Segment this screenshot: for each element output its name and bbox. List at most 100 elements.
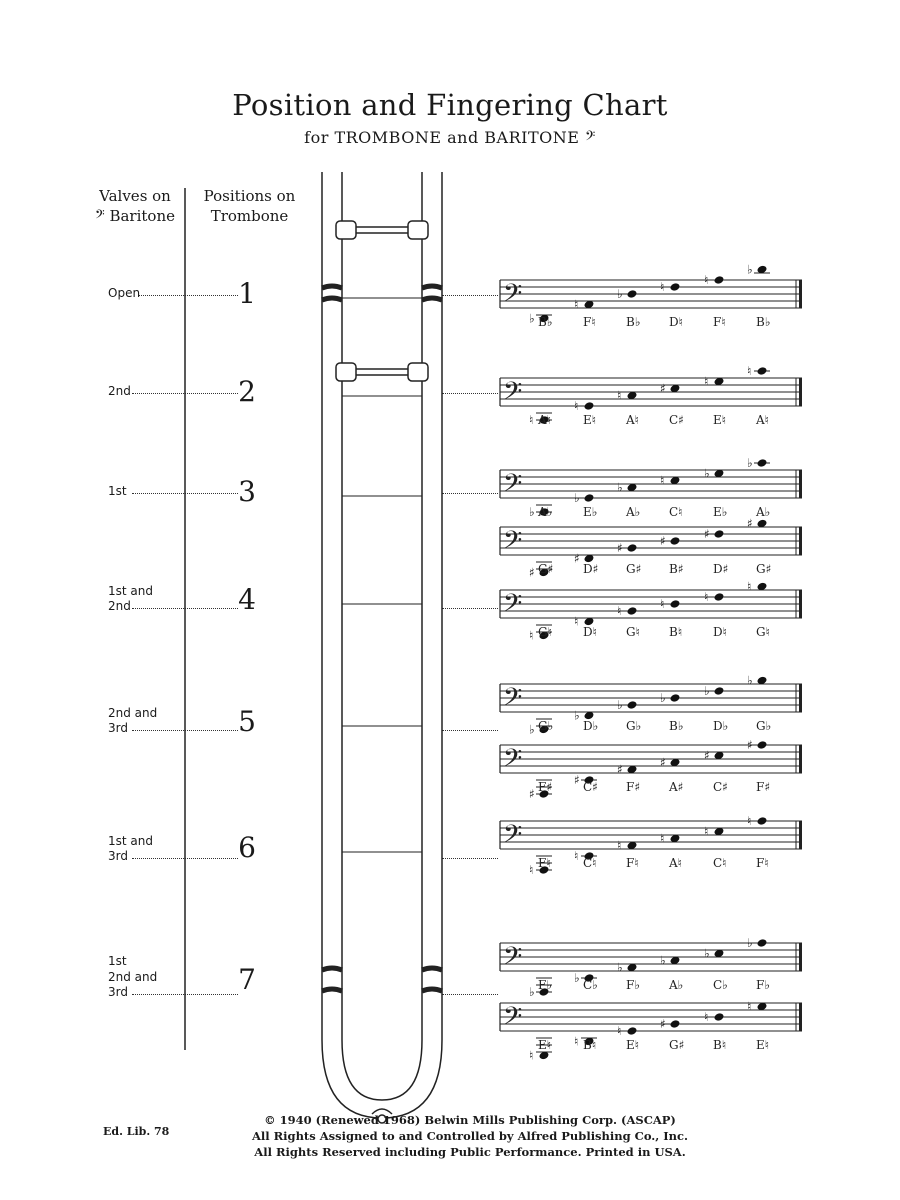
note-head bbox=[539, 725, 549, 734]
accidental-symbol: ♯ bbox=[660, 1017, 666, 1031]
slide-crossbar-left-cap bbox=[335, 362, 357, 382]
bass-clef-icon: 𝄢 bbox=[503, 589, 522, 624]
note-name: F♮ bbox=[626, 856, 639, 870]
note-head bbox=[757, 676, 767, 685]
slide-crossbar-left-cap bbox=[335, 220, 357, 240]
accidental-symbol: ♭ bbox=[617, 961, 623, 975]
note-head bbox=[539, 1051, 549, 1060]
accidental-symbol: ♮ bbox=[617, 604, 621, 618]
valve-label: 2nd and bbox=[108, 706, 158, 720]
note-name: A♮ bbox=[668, 856, 682, 870]
accidental-symbol: ♯ bbox=[574, 773, 580, 787]
accidental-symbol: ♮ bbox=[574, 615, 578, 629]
accidental-symbol: ♭ bbox=[574, 709, 580, 723]
note-head bbox=[714, 276, 724, 284]
note-name: B♭ bbox=[756, 315, 770, 329]
bass-clef-icon: 𝄢 bbox=[503, 279, 522, 314]
note-name: G♯ bbox=[538, 562, 553, 576]
slide-stocking bbox=[321, 295, 343, 303]
note-name: G♯ bbox=[756, 562, 771, 576]
note-name: B♭ bbox=[626, 315, 640, 329]
bass-clef-icon: 𝄢 bbox=[503, 1002, 522, 1037]
slide-stocking bbox=[421, 986, 443, 994]
position-number: 2 bbox=[238, 375, 256, 408]
accidental-symbol: ♯ bbox=[747, 738, 753, 752]
water-key-cap bbox=[371, 1108, 393, 1115]
accidental-symbol: ♭ bbox=[747, 263, 753, 277]
note-head bbox=[627, 544, 637, 552]
note-name: E♮ bbox=[756, 1038, 769, 1052]
bass-clef-icon: 𝄢 bbox=[503, 744, 522, 779]
note-name: E♮ bbox=[583, 413, 596, 427]
note-name: F♯ bbox=[756, 780, 770, 794]
accidental-symbol: ♭ bbox=[529, 505, 535, 519]
accidental-symbol: ♮ bbox=[704, 590, 708, 604]
valve-label: 2nd bbox=[108, 384, 131, 398]
accidental-symbol: ♭ bbox=[617, 481, 623, 495]
note-head bbox=[757, 459, 767, 467]
note-head bbox=[584, 617, 594, 626]
note-head bbox=[670, 384, 680, 393]
music-staff: 𝄢♮E♮♮B♮♮E♮♯G♯♮B♮♮E♮ bbox=[499, 1000, 802, 1063]
note-head bbox=[584, 776, 594, 784]
position-number: 7 bbox=[238, 963, 256, 996]
valve-label: 3rd bbox=[108, 849, 128, 863]
accidental-symbol: ♮ bbox=[704, 375, 708, 389]
accidental-symbol: ♮ bbox=[704, 1010, 708, 1024]
note-name: F♭ bbox=[538, 978, 552, 992]
note-name: E♮ bbox=[626, 1038, 639, 1052]
note-head bbox=[539, 631, 549, 640]
slide-stocking bbox=[321, 283, 343, 291]
accidental-symbol: ♭ bbox=[704, 467, 710, 481]
note-name: B♯ bbox=[669, 562, 684, 576]
accidental-symbol: ♭ bbox=[747, 936, 753, 950]
accidental-symbol: ♮ bbox=[660, 832, 664, 846]
note-head bbox=[714, 530, 724, 538]
note-name: G♮ bbox=[538, 625, 552, 639]
position-number: 4 bbox=[238, 583, 256, 616]
valve-label: 2nd and bbox=[108, 970, 158, 984]
valves-header-line1: Valves on bbox=[99, 187, 171, 205]
note-name: A♯ bbox=[668, 780, 683, 794]
accidental-symbol: ♮ bbox=[747, 814, 751, 828]
valve-label: 1st and bbox=[108, 584, 153, 598]
note-head bbox=[627, 607, 637, 615]
note-name: A♭ bbox=[537, 505, 552, 519]
note-name: C♭ bbox=[713, 978, 728, 992]
note-head bbox=[714, 827, 724, 836]
note-name: F♭ bbox=[626, 978, 640, 992]
note-head bbox=[627, 841, 637, 850]
slide-crossbar-right-cap bbox=[407, 220, 429, 240]
note-head bbox=[584, 974, 594, 982]
note-name: A♭ bbox=[668, 978, 683, 992]
accidental-symbol: ♭ bbox=[529, 312, 535, 326]
accidental-symbol: ♮ bbox=[617, 839, 621, 853]
accidental-symbol: ♭ bbox=[660, 954, 666, 968]
accidental-symbol: ♯ bbox=[574, 552, 580, 566]
note-head bbox=[539, 988, 549, 996]
accidental-symbol: ♮ bbox=[574, 399, 578, 413]
note-name: D♭ bbox=[583, 719, 598, 733]
note-head bbox=[670, 694, 680, 702]
note-name: G♭ bbox=[538, 719, 553, 733]
note-name: C♮ bbox=[669, 505, 682, 519]
accidental-symbol: ♯ bbox=[660, 756, 666, 770]
accidental-symbol: ♯ bbox=[617, 763, 623, 777]
accidental-symbol: ♭ bbox=[529, 985, 535, 999]
music-staff: 𝄢♭G♭♭D♭♭G♭♭B♭♭D♭♭G♭ bbox=[499, 674, 802, 737]
music-staff: 𝄢♭B♭♮F♮♭B♭♮D♮♮F♮♭B♭ bbox=[499, 263, 802, 329]
note-name: B♮ bbox=[583, 1038, 596, 1052]
valve-label: 2nd bbox=[108, 599, 131, 613]
note-head bbox=[757, 582, 767, 591]
accidental-symbol: ♮ bbox=[660, 280, 664, 294]
note-head bbox=[584, 852, 594, 860]
accidental-symbol: ♭ bbox=[704, 684, 710, 698]
accidental-symbol: ♮ bbox=[660, 474, 664, 488]
music-staff: 𝄢♭F♭♭C♭♭F♭♭A♭♭C♭♭F♭ bbox=[499, 936, 802, 999]
bass-clef-icon: 𝄢 bbox=[503, 526, 522, 561]
valves-header-line2: 𝄢 Baritone bbox=[85, 206, 185, 226]
accidental-symbol: ♮ bbox=[529, 629, 533, 643]
note-name: G♭ bbox=[756, 719, 771, 733]
note-name: G♯ bbox=[669, 1038, 684, 1052]
note-head bbox=[627, 701, 637, 709]
